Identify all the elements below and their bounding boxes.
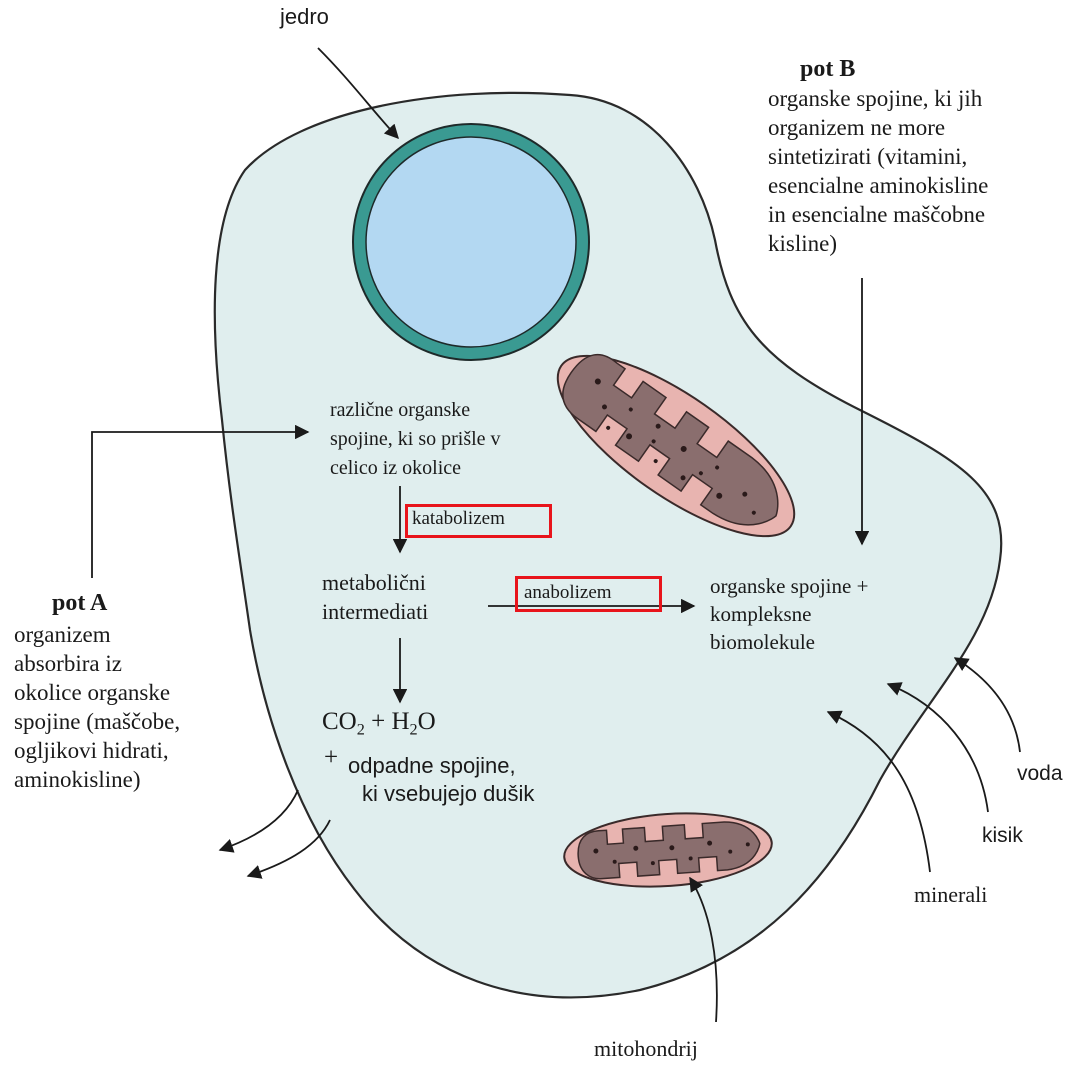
organske-line: organske spojine + [710, 572, 868, 600]
co2-subscript: 2 [357, 721, 365, 739]
co2-text: CO [322, 708, 357, 735]
razlicne-line: različne organske [330, 396, 501, 425]
label-minerali: minerali [914, 882, 987, 908]
pot-b-line: esencialne aminokisline [768, 171, 988, 200]
label-odpadne-spojine: odpadne spojine, ki vsebujejo dušik [348, 752, 534, 808]
pot-b-line: organizem ne more [768, 113, 988, 142]
label-katabolizem: katabolizem [412, 508, 505, 530]
arrow-voda [955, 658, 1020, 752]
arrow-waste-1 [220, 790, 298, 850]
odpadne-line: odpadne spojine, [348, 752, 534, 780]
organske-line: biomolekule [710, 628, 868, 656]
h2o-o: O [418, 708, 436, 735]
metabolicni-line: intermediati [322, 597, 428, 626]
label-jedro: jedro [280, 4, 329, 30]
label-co2-h2o: CO2 + H2O [322, 708, 436, 736]
pot-a-line: okolice organske [14, 678, 180, 707]
label-mitohondrij: mitohondrij [594, 1036, 698, 1062]
label-pot-b-text: organske spojine, ki jih organizem ne mo… [768, 84, 988, 258]
pot-b-line: sintetizirati (vitamini, [768, 142, 988, 171]
plus-sign: + [371, 708, 385, 735]
organske-line: kompleksne [710, 600, 868, 628]
label-anabolizem: anabolizem [524, 582, 612, 604]
pot-b-line: organske spojine, ki jih [768, 84, 988, 113]
label-voda: voda [1017, 762, 1063, 786]
label-pot-a-title: pot A [52, 590, 107, 617]
pot-a-line: ogljikovi hidrati, [14, 736, 180, 765]
pot-b-line: in esencialne maščobne [768, 200, 988, 229]
label-razlicne-spojine: različne organske spojine, ki so prišle … [330, 396, 501, 483]
odpadne-line: ki vsebujejo dušik [348, 780, 534, 808]
pot-a-line: absorbira iz [14, 649, 180, 678]
label-plus-waste: + [324, 744, 338, 772]
label-pot-a-text: organizem absorbira iz okolice organske … [14, 620, 180, 794]
pot-a-line: aminokisline) [14, 765, 180, 794]
pot-a-line: spojine (maščobe, [14, 707, 180, 736]
h2o-h: H [391, 708, 409, 735]
label-pot-b-title: pot B [800, 56, 855, 83]
pot-a-line: organizem [14, 620, 180, 649]
razlicne-line: spojine, ki so prišle v [330, 425, 501, 454]
label-kisik: kisik [982, 824, 1023, 848]
metabolicni-line: metabolični [322, 568, 428, 597]
pot-b-line: kisline) [768, 229, 988, 258]
label-metabolicni-intermediati: metabolični intermediati [322, 568, 428, 626]
label-organske-spojine: organske spojine + kompleksne biomolekul… [710, 572, 868, 656]
h2o-subscript: 2 [410, 721, 418, 739]
nucleus [353, 124, 589, 360]
razlicne-line: celico iz okolice [330, 454, 501, 483]
